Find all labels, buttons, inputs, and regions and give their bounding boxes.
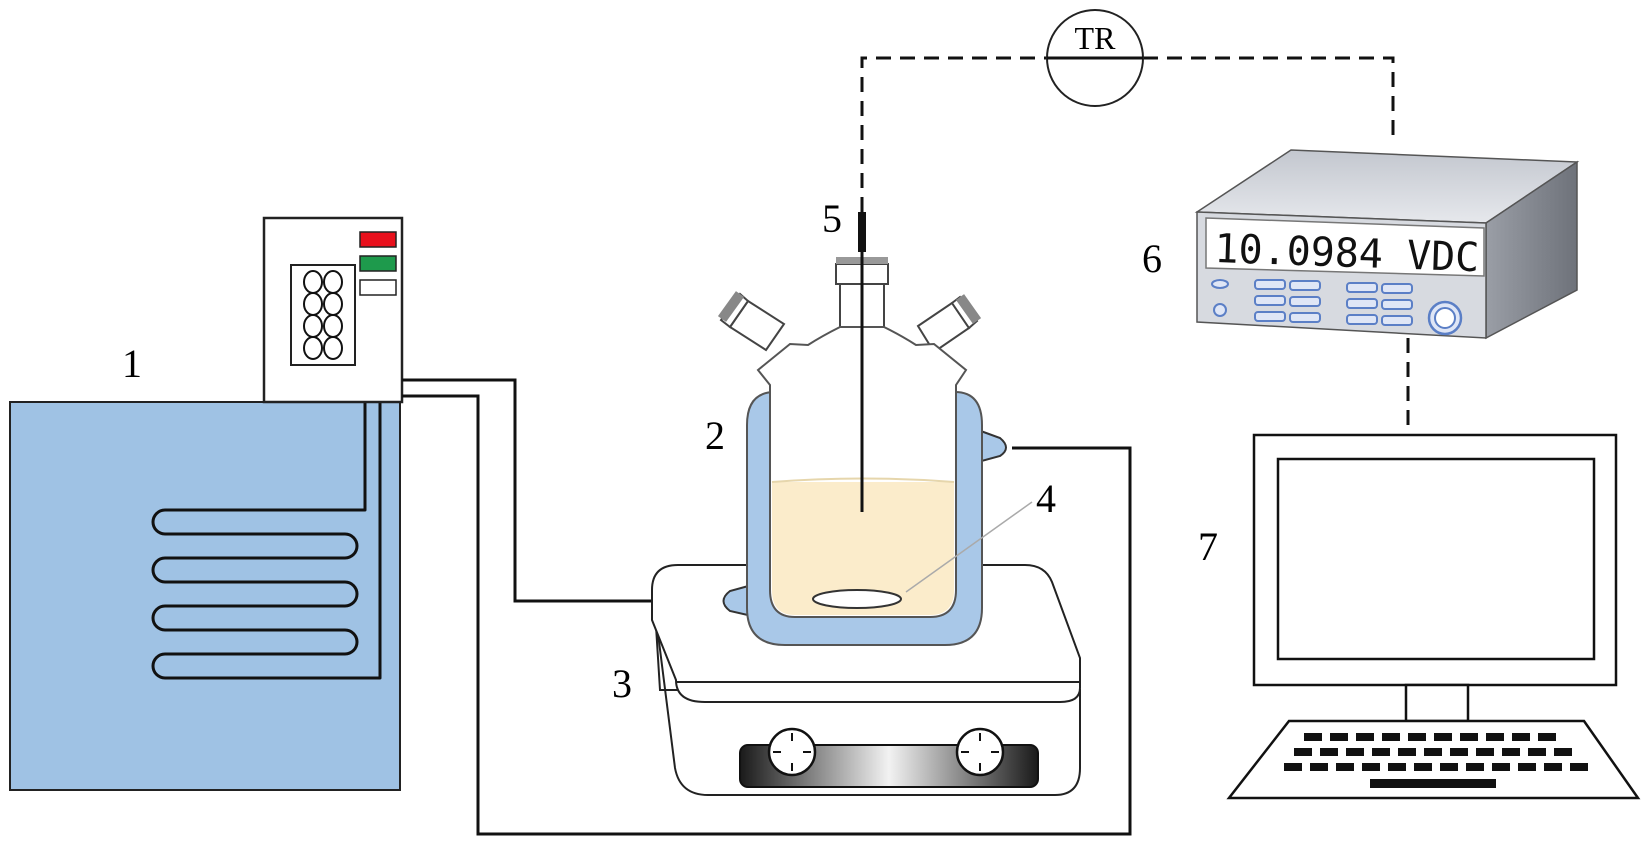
inlet-tube [402, 378, 715, 603]
computer [1226, 433, 1641, 800]
keypad-buttons [303, 270, 343, 360]
keyboard-keys [1284, 733, 1588, 788]
monitor-screen [1276, 457, 1596, 661]
left-side-neck [717, 291, 786, 352]
right-side-neck [916, 294, 982, 354]
probe-head [858, 212, 866, 252]
reaction-liquid [772, 482, 954, 615]
meter-display-window [1205, 217, 1485, 277]
meter-buttons [1211, 279, 1413, 326]
meter-display-reading: 10.0984 VDC [1214, 226, 1480, 281]
signal-wiring [860, 56, 1410, 432]
label-stir-bar: 4 [1036, 476, 1056, 521]
stir-bar [812, 589, 902, 609]
meter-dial-icon [1427, 300, 1463, 336]
stir-bar-leader-line [905, 501, 1033, 593]
probe-to-thermistor-wire [860, 56, 1047, 212]
label-stirrer: 3 [612, 661, 632, 706]
temperature-knob-icon [955, 727, 1005, 777]
thermistor-reference: TR [1046, 9, 1144, 107]
label-sensor: 5 [822, 196, 842, 241]
label-computer: 7 [1198, 524, 1218, 569]
label-reactor: 2 [705, 413, 725, 458]
thermistor-to-meter-wire [1143, 56, 1395, 138]
label-meter: 6 [1142, 236, 1162, 281]
controller-keypad [290, 264, 356, 366]
monitor-stand [1404, 683, 1470, 723]
digital-multimeter: 10.0984 VDC [1194, 149, 1580, 340]
cooling-coil [151, 402, 382, 680]
indicator-green [359, 255, 397, 272]
temperature-probe [858, 212, 866, 512]
return-tube [402, 394, 1132, 836]
indicator-white [359, 279, 397, 296]
label-bath: 1 [122, 341, 142, 386]
thermostatic-bath [9, 216, 404, 791]
bath-controller [262, 216, 404, 404]
jacket-outlet-nozzle [977, 428, 1007, 464]
indicator-red [359, 231, 397, 248]
speed-knob-icon [767, 727, 817, 777]
bath-tank [9, 401, 401, 791]
thermistor-label: TR [1075, 20, 1117, 56]
jacket-inlet-nozzle [722, 583, 753, 618]
circulation-tubing [402, 378, 1132, 836]
